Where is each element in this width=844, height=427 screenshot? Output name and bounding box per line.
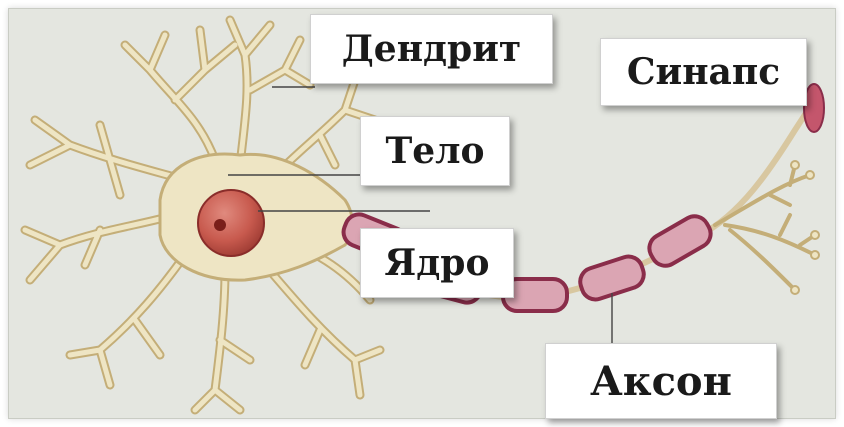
label-nucleus: Ядро xyxy=(360,228,514,298)
label-cell-body: Тело xyxy=(360,116,510,186)
label-axon: Аксон xyxy=(545,343,777,419)
label-synapse: Синапс xyxy=(600,38,807,106)
nucleus xyxy=(198,190,264,256)
label-dendrite: Дендрит xyxy=(310,14,553,84)
myelin-segment xyxy=(644,211,715,271)
axon-terminals xyxy=(715,165,815,290)
nucleolus xyxy=(214,219,226,231)
synapse-terminal xyxy=(804,84,824,132)
